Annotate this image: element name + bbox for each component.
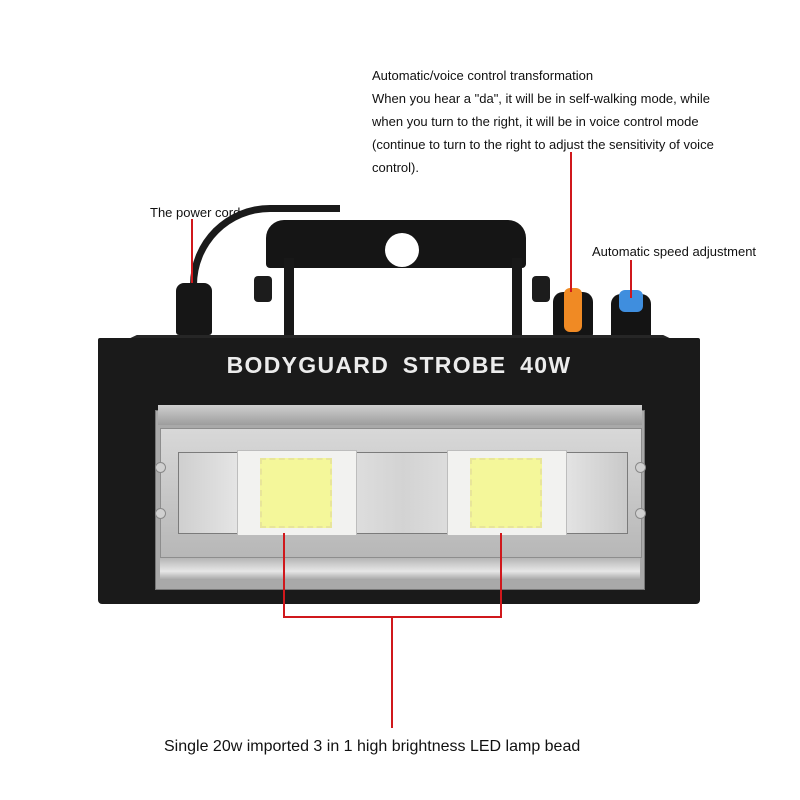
product-name-label: BODYGUARD STROBE 40W — [226, 352, 572, 378]
led-chip-icon — [470, 458, 542, 528]
bracket-bolt-right-icon — [532, 276, 550, 302]
power-cord — [190, 205, 340, 315]
led-chip-icon — [260, 458, 332, 528]
led-leader-left — [283, 533, 285, 618]
screw-icon — [155, 462, 166, 473]
screw-icon — [635, 508, 646, 519]
bracket-bolt-left-icon — [254, 276, 272, 302]
led-module-left — [237, 450, 357, 536]
bracket-hole — [385, 233, 419, 267]
led-leader-right — [500, 533, 502, 618]
power-cord-label: The power cord — [150, 205, 241, 220]
panel-bottom-reflector — [160, 558, 640, 580]
voice-control-callout: Automatic/voice control transformation W… — [372, 64, 714, 179]
led-leader-stem — [391, 616, 393, 728]
speed-adjustment-label: Automatic speed adjustment — [592, 244, 757, 259]
voice-control-line: when you turn to the right, it will be i… — [372, 114, 699, 129]
speed-leader-line — [630, 260, 632, 298]
speed-knob[interactable] — [611, 290, 651, 340]
voice-control-title: Automatic/voice control transformation — [372, 68, 594, 83]
voice-control-line: (continue to turn to the right to adjust… — [372, 137, 714, 152]
orange-knob-cap-icon — [564, 288, 582, 332]
bracket-leg-right — [512, 258, 522, 338]
voice-control-leader-line — [570, 152, 572, 292]
power-cord-leader-line — [191, 219, 193, 283]
blue-knob-cap-icon — [619, 290, 643, 312]
led-module-right — [447, 450, 567, 536]
voice-control-line: When you hear a "da", it will be in self… — [372, 91, 710, 106]
panel-top-reflector — [158, 405, 642, 425]
cable-gland — [176, 283, 212, 335]
voice-control-line: control). — [372, 160, 419, 175]
voice-control-knob[interactable] — [553, 288, 593, 338]
screw-icon — [635, 462, 646, 473]
screw-icon — [155, 508, 166, 519]
bracket-leg-left — [284, 258, 294, 338]
led-caption: Single 20w imported 3 in 1 high brightne… — [164, 738, 581, 755]
